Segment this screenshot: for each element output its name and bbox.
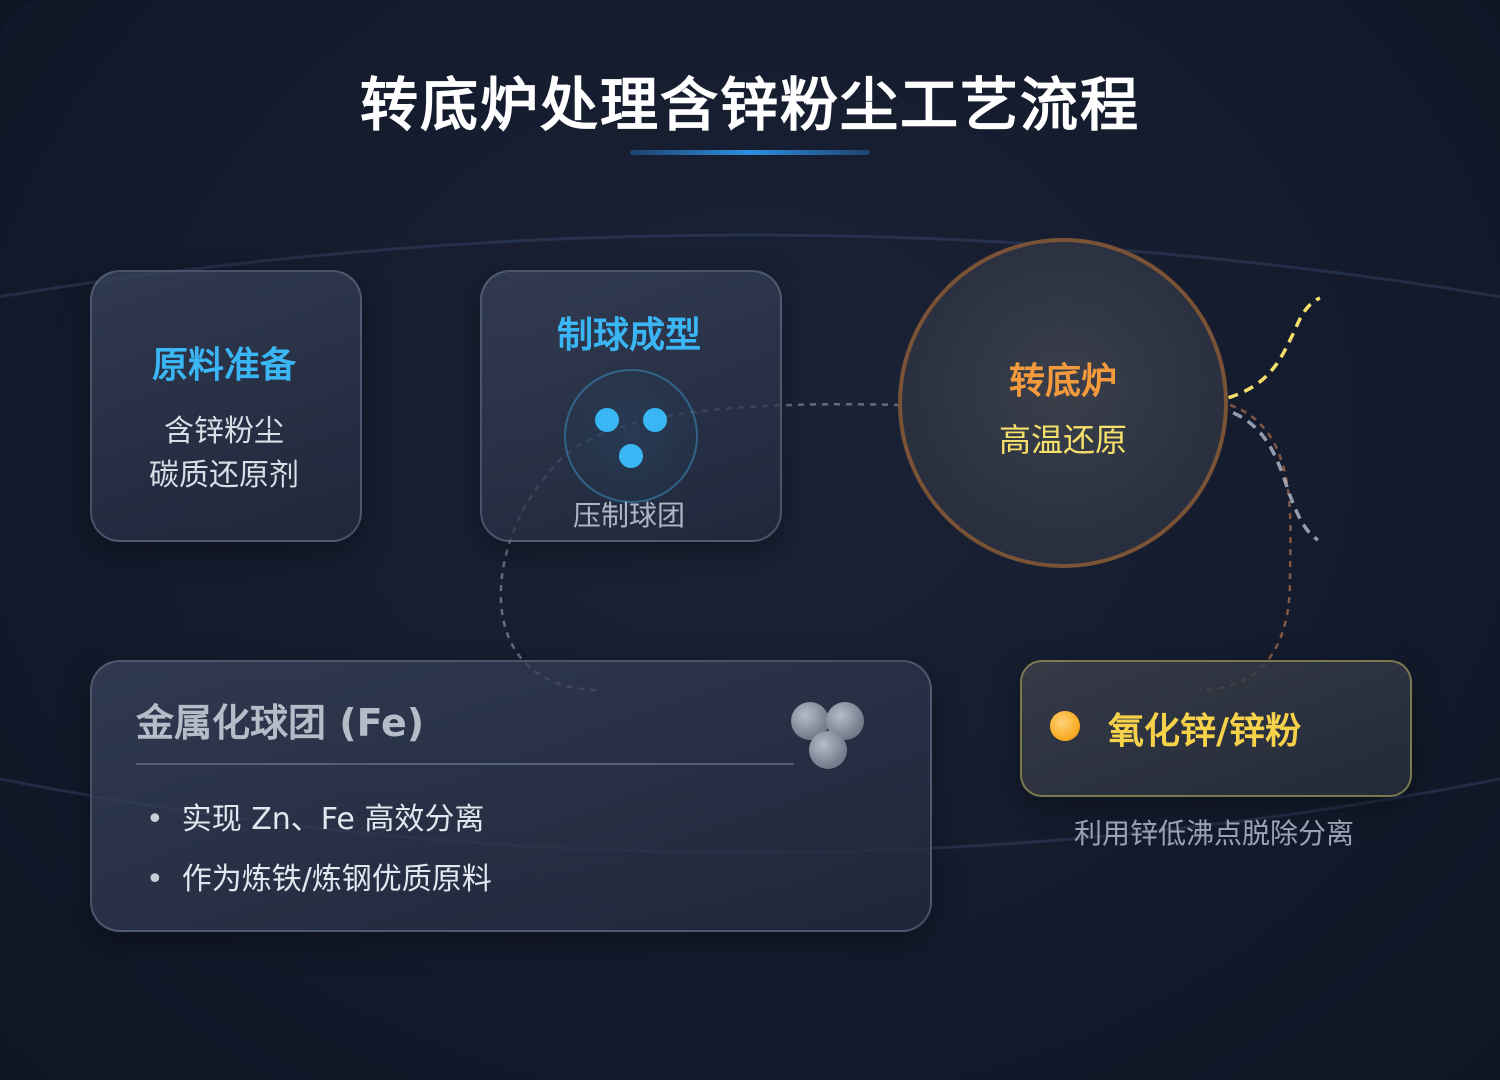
pelletizing-caption: 压制球团: [572, 499, 685, 532]
metallized-bullet-text: 作为炼铁/炼钢优质原料: [181, 862, 492, 897]
metallized-bullet-1: • 实现 Zn、Fe 高效分离: [146, 794, 484, 838]
furnace-title: 转底炉: [1008, 361, 1117, 402]
metallized-bullet-text: 实现 Zn、Fe 高效分离: [181, 802, 485, 837]
furnace-subtitle: 高温还原: [998, 421, 1127, 459]
gas-stream-yellow: [1211, 296, 1321, 404]
raw-material-card: [90, 270, 362, 542]
pelletizing-title: 制球成型: [556, 315, 701, 356]
gas-stream-grey: [1199, 403, 1319, 542]
zinc-product-card: [1020, 660, 1412, 797]
zinc-caption: 利用锌低沸点脱除分离: [1073, 817, 1354, 850]
metallized-bullet-2: • 作为炼铁/炼钢优质原料: [146, 854, 492, 898]
background-arc-top: [0, 233, 1500, 299]
metallized-title: 金属化球团 (Fe): [136, 701, 425, 745]
pellet-cluster-icon: [564, 369, 698, 503]
pellet-dot: [619, 444, 643, 468]
raw-material-title: 原料准备: [151, 345, 296, 386]
metal-ball: [809, 731, 847, 769]
title-underline: [630, 150, 870, 155]
zinc-product-label: 氧化锌/锌粉: [1108, 711, 1302, 752]
metallized-divider: [136, 763, 794, 765]
metallized-pellet-card: [90, 660, 932, 932]
pellet-dot: [643, 408, 667, 432]
furnace-circle: [898, 238, 1228, 568]
bullet-dot: •: [146, 862, 164, 897]
raw-material-line-2: 碳质还原剂: [149, 458, 299, 493]
zinc-dot-icon: [1050, 711, 1080, 741]
pellet-dot: [595, 408, 619, 432]
bullet-dot: •: [146, 802, 164, 837]
raw-material-line-1: 含锌粉尘: [164, 414, 284, 449]
page-title: 转底炉处理含锌粉尘工艺流程: [359, 71, 1140, 139]
